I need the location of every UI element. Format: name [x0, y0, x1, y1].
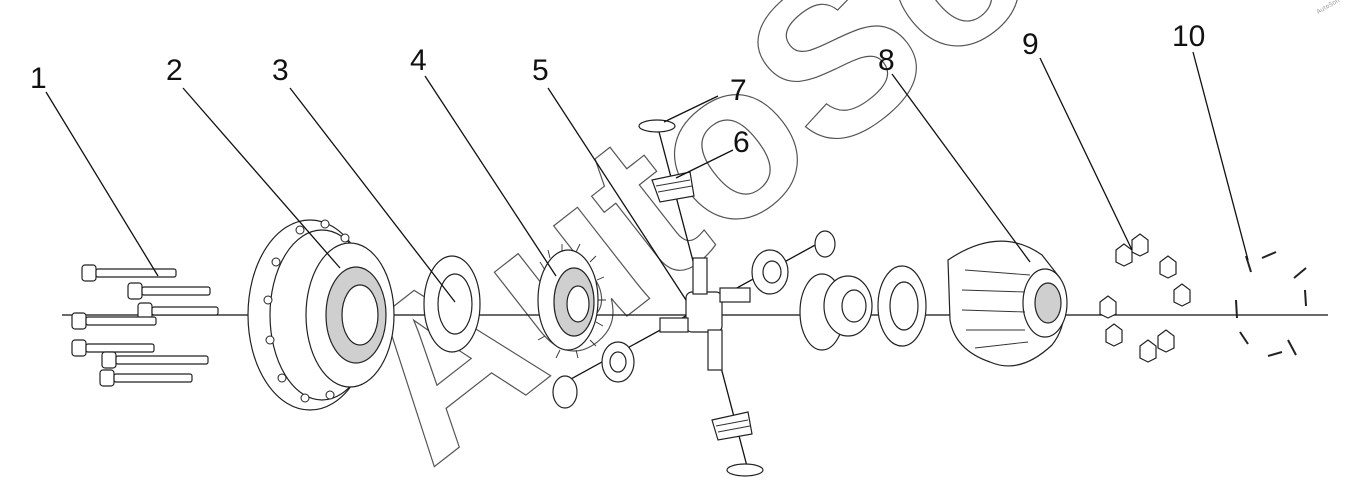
- gasket-part-3: [423, 255, 481, 353]
- nuts-part-9: [1099, 233, 1191, 363]
- flange-housing-part: [247, 219, 395, 411]
- spider-cross-part-5: [659, 257, 751, 371]
- callout-5: 5: [532, 54, 549, 87]
- callout-2: 2: [166, 54, 183, 87]
- differential-case-part-8: [947, 240, 1068, 367]
- thrust-washer-part-7: [552, 119, 836, 477]
- callout-8: 8: [878, 44, 895, 77]
- callout-4: 4: [410, 44, 427, 77]
- side-gear-part-right: [799, 265, 927, 351]
- callout-3: 3: [272, 54, 289, 87]
- callout-7: 7: [730, 74, 747, 107]
- callout-6: 6: [733, 126, 750, 159]
- side-gear-part-4: [537, 243, 606, 359]
- pinion-gear-part-6: [601, 171, 789, 441]
- callout-9: 9: [1022, 28, 1039, 61]
- pins-part-10: [1235, 251, 1307, 357]
- leader-lines: [45, 51, 1249, 303]
- callout-10: 10: [1172, 20, 1205, 53]
- corner-watermark: AutoSoft: [1316, 0, 1342, 16]
- bolts-part: [71, 264, 219, 387]
- callout-1: 1: [30, 62, 47, 95]
